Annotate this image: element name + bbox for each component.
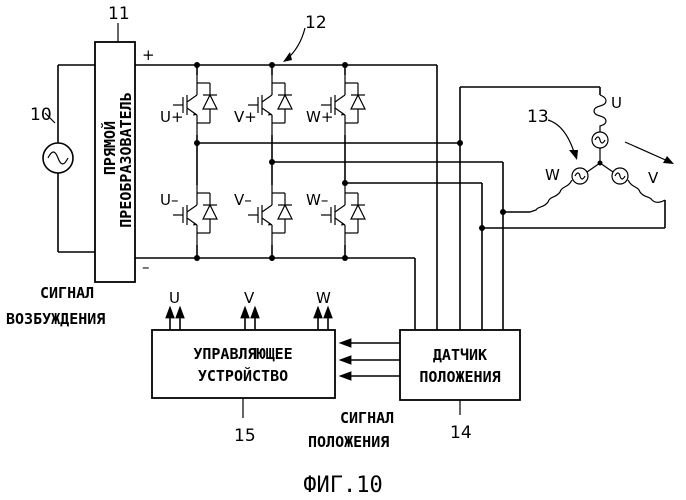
switch-v-plus-label: V+ (234, 108, 257, 126)
winding-v-label: V (648, 169, 659, 187)
position-signal-line1: СИГНАЛ (340, 409, 394, 427)
motor-leader (548, 120, 574, 152)
ac-source-number: 10 (30, 105, 52, 125)
converter-label-line2: ПРЕОБРАЗОВАТЕЛЬ (117, 92, 135, 227)
winding-u-label: U (611, 94, 622, 112)
output-w-label: W (316, 289, 331, 307)
minus-sign: – (142, 258, 150, 276)
controller-box (152, 330, 335, 398)
switch-v-minus-label: V– (234, 191, 252, 209)
controller-label-line2: УСТРОЙСТВО (198, 366, 288, 385)
output-u-label: U (169, 289, 180, 307)
plus-sign: + (142, 46, 155, 64)
inverter-number: 12 (305, 13, 327, 33)
switch-u-minus-label: U– (160, 191, 178, 209)
winding-w-label: W (545, 166, 560, 184)
excitation-signal-line1: СИГНАЛ (40, 284, 94, 302)
controller-number: 15 (234, 426, 256, 446)
motor-number: 13 (527, 107, 549, 127)
figure-caption: ФИГ.10 (303, 473, 382, 498)
position-signal-arrows (345, 343, 400, 376)
ac-source (43, 65, 95, 252)
converter-number: 11 (108, 4, 130, 24)
sensor-label-line1: ДАТЧИК (433, 346, 487, 364)
position-sensor-box (400, 330, 520, 400)
drive-signal-arrows (170, 312, 328, 330)
switch-w-minus-label: W– (306, 191, 328, 209)
output-v-label: V (244, 289, 255, 307)
rotation-arrow (625, 142, 670, 162)
switch-w-plus-label: W+ (306, 108, 333, 126)
sensor-number: 14 (450, 423, 472, 443)
sensor-label-line2: ПОЛОЖЕНИЯ (419, 368, 500, 386)
switch-u-plus-label: U+ (160, 108, 184, 126)
excitation-signal-line2: ВОЗБУЖДЕНИЯ (6, 310, 105, 328)
motor (530, 95, 665, 212)
controller-label-line1: УПРАВЛЯЮЩЕЕ (193, 345, 292, 363)
position-signal-line2: ПОЛОЖЕНИЯ (308, 433, 389, 451)
